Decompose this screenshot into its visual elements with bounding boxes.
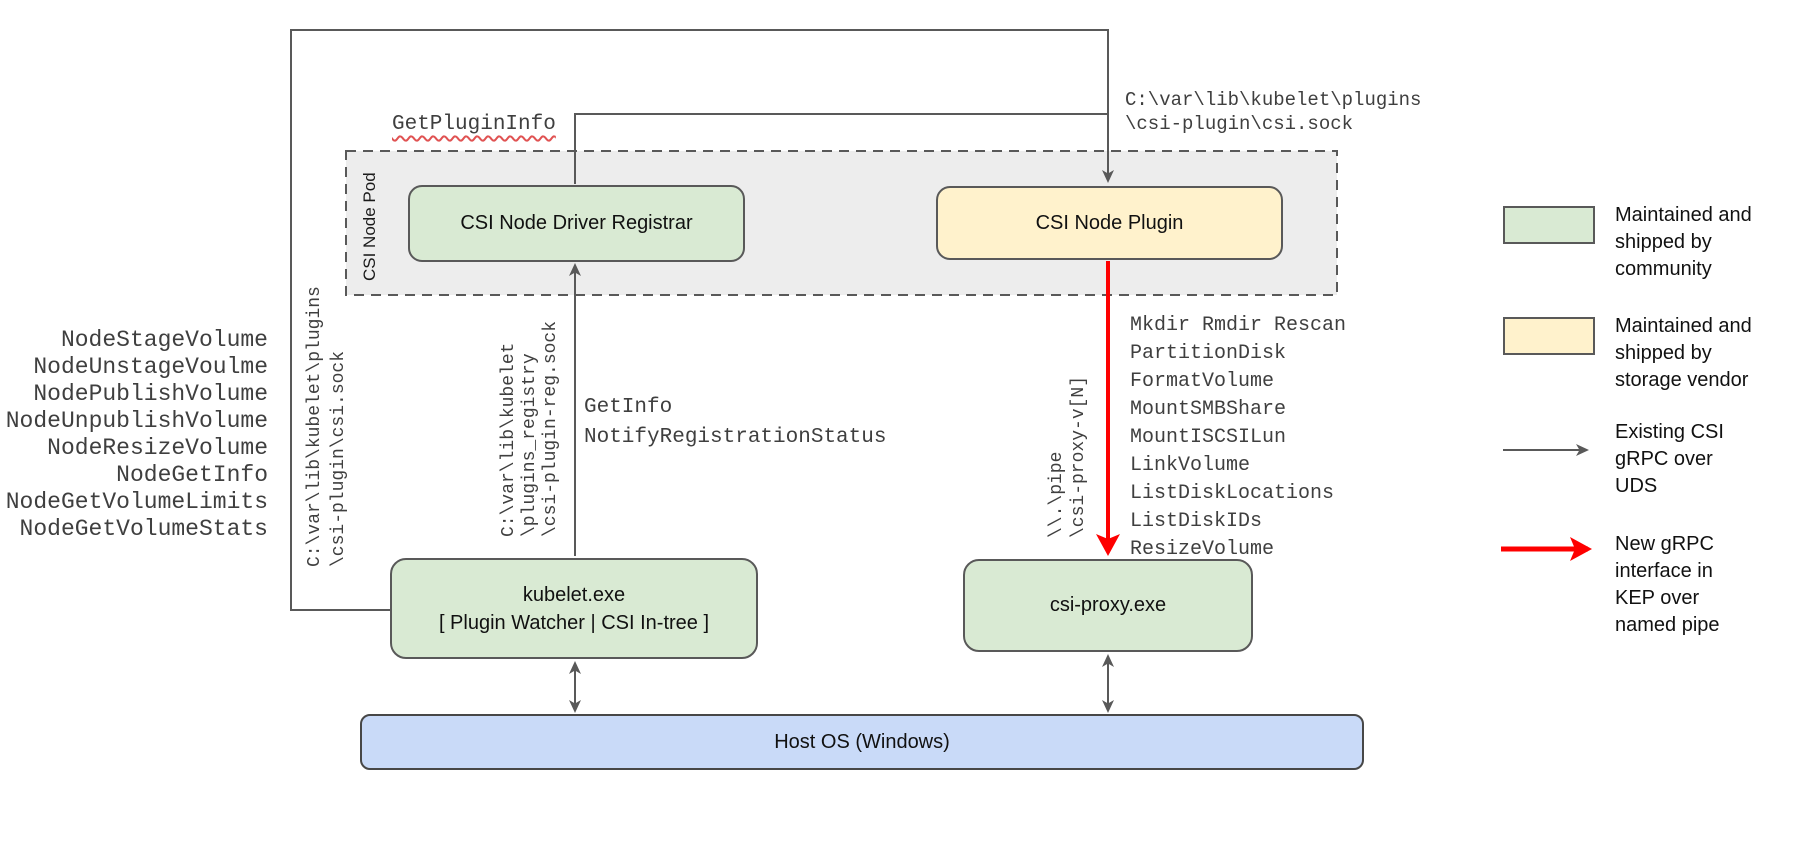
csi-proxy-box: csi-proxy.exe: [963, 559, 1253, 652]
node-rpcs-list: NodeStageVolume NodeUnstageVoulme NodePu…: [5, 327, 268, 542]
getplugininfo-label: GetPluginInfo: [392, 113, 556, 136]
csi-proxy-label: csi-proxy.exe: [1049, 594, 1167, 616]
kubelet-to-plugin-line: [290, 29, 1114, 611]
legend-new-grpc-label: New gRPC interface in KEP over named pip…: [1615, 533, 1720, 636]
registration-socket-vertical-label: C:\var\lib\kubelet \plugins_registry \cs…: [499, 320, 561, 537]
legend-vendor-swatch: [1503, 317, 1595, 355]
registration-calls-list: GetInfo NotifyRegistrationStatus: [584, 396, 887, 449]
legend-existing-grpc-label: Existing CSI gRPC over UDS: [1615, 421, 1724, 497]
registrar-getplugininfo-line: [574, 113, 1107, 184]
host-os-box: Host OS (Windows): [360, 714, 1364, 770]
kubelet-box: kubelet.exe [ Plugin Watcher | CSI In-tr…: [390, 558, 758, 659]
kubelet-subtitle: [ Plugin Watcher | CSI In-tree ]: [438, 611, 710, 634]
legend-community-label: Maintained and shipped by community: [1615, 204, 1752, 280]
csi-node-pod-label: CSI Node Pod: [360, 172, 379, 281]
host-os-label: Host OS (Windows): [774, 730, 950, 753]
csi-node-driver-registrar-label: CSI Node Driver Registrar: [460, 212, 693, 234]
proxy-rpcs-list: Mkdir Rmdir Rescan PartitionDisk FormatV…: [1130, 314, 1347, 561]
legend-community-swatch: [1503, 206, 1595, 244]
legend-vendor-label: Maintained and shipped by storage vendor: [1615, 315, 1752, 391]
csi-node-plugin-box: CSI Node Plugin: [936, 186, 1283, 260]
kubelet-title: kubelet.exe: [522, 583, 626, 606]
csi-node-plugin-label: CSI Node Plugin: [1035, 211, 1184, 234]
plugin-socket-path-label: C:\var\lib\kubelet\plugins \csi-plugin\c…: [1125, 89, 1422, 135]
plugin-socket-path-vertical-label: C:\var\lib\kubelet\plugins \csi-plugin\c…: [305, 286, 349, 567]
csi-node-driver-registrar-box: CSI Node Driver Registrar: [408, 185, 745, 262]
named-pipe-vertical-label: \\.\pipe \csi-proxy-v[N]: [1047, 375, 1089, 538]
